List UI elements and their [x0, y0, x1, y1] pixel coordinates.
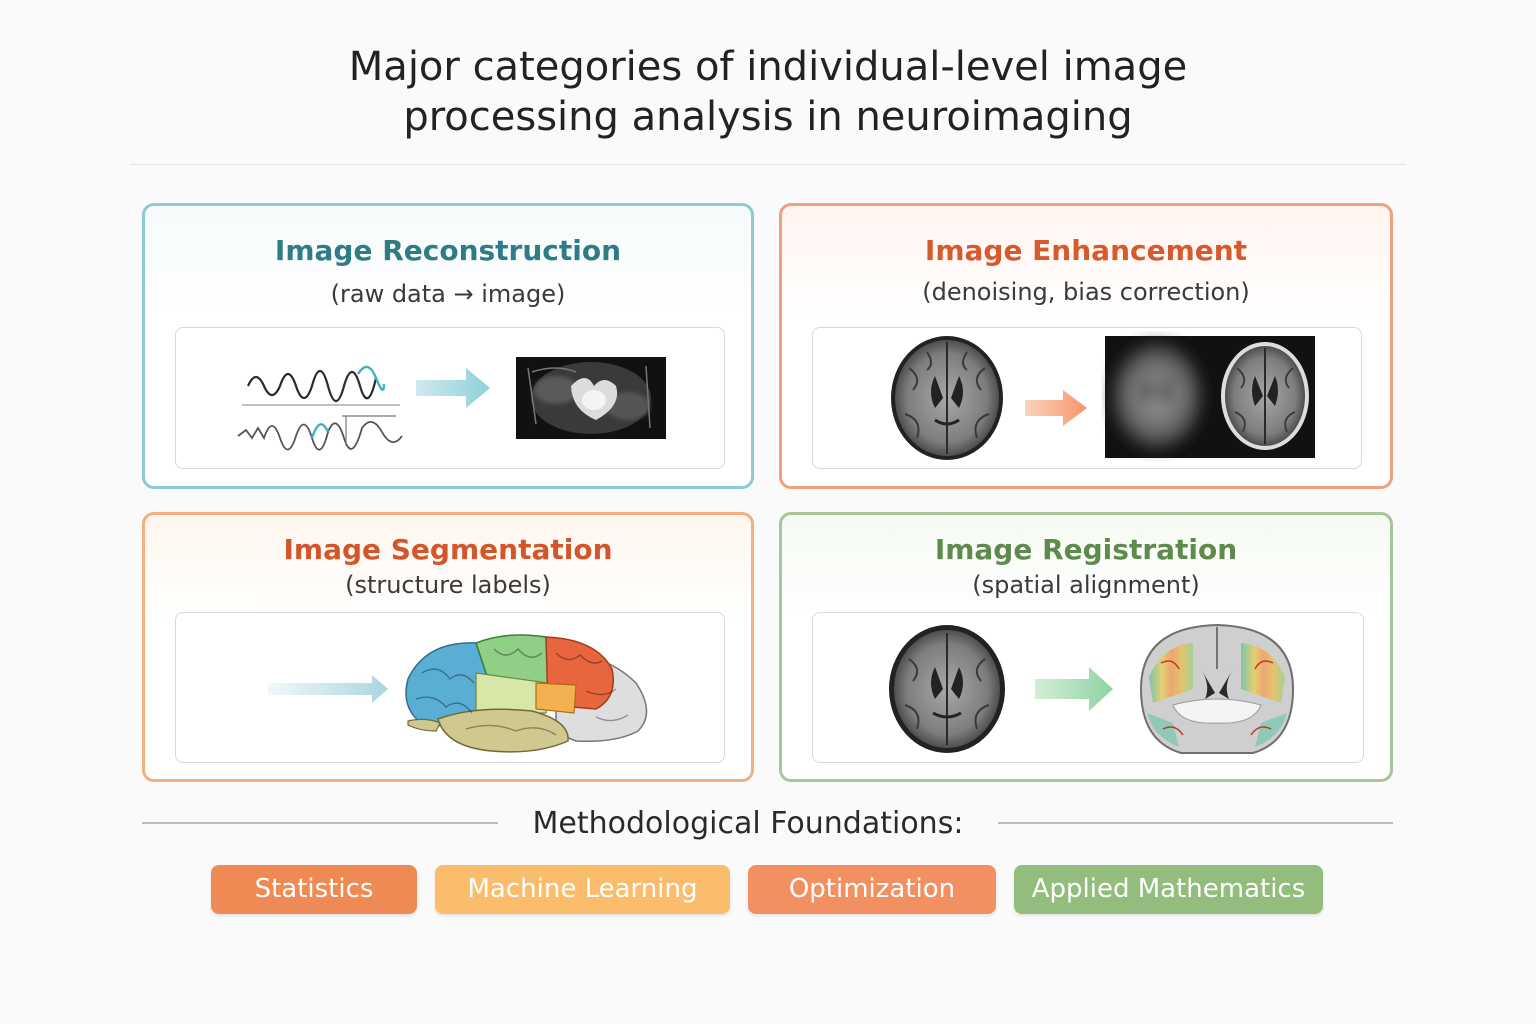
illustration-panel	[812, 612, 1364, 763]
arrow-right-icon	[416, 368, 490, 408]
brain-axial-corrected	[1221, 342, 1309, 450]
foundations-rule-left	[142, 822, 498, 824]
card-image-reconstruction: Image Reconstruction (raw data → image)	[142, 203, 754, 489]
denoising-illustration	[891, 336, 1315, 460]
page-title-line-1: Major categories of individual-level ima…	[348, 44, 1188, 90]
signal-waveform-bottom	[237, 421, 403, 451]
card-title: Image Segmentation	[283, 533, 613, 566]
foundations-label: Methodological Foundations:	[532, 806, 964, 841]
card-title: Image Enhancement	[924, 234, 1248, 267]
brain-coronal-aligned	[1139, 623, 1295, 754]
card-subtitle: (raw data → image)	[330, 280, 566, 308]
arrow-right-icon	[1035, 667, 1113, 711]
card-image-enhancement: Image Enhancement (denoising, bias corre…	[779, 203, 1393, 489]
foundation-pill-optimization: Optimization	[748, 865, 996, 914]
segmentation-illustration	[268, 634, 648, 753]
brain-axial-noisy	[1111, 342, 1203, 450]
arrow-right-icon	[268, 675, 388, 703]
card-subtitle: (denoising, bias correction)	[922, 278, 1250, 306]
title-divider	[130, 164, 1406, 165]
card-title: Image Reconstruction	[274, 234, 622, 267]
brain-lateral-labeled	[405, 634, 648, 753]
foundation-pill-machine-learning: Machine Learning	[435, 865, 730, 914]
foundation-pill-statistics: Statistics	[211, 865, 417, 914]
page-title: Major categories of individual-level ima…	[0, 42, 1536, 142]
card-subtitle: (spatial alignment)	[972, 571, 1200, 599]
raw-data-to-image-illustration	[237, 357, 666, 451]
brain-axial-moving	[889, 625, 1005, 753]
page-title-line-2: processing analysis in neuroimaging	[403, 94, 1133, 140]
card-title: Image Registration	[934, 533, 1238, 566]
illustration-panel	[175, 327, 725, 469]
brain-axial-original	[891, 336, 1003, 460]
card-image-registration: Image Registration (spatial alignment)	[779, 512, 1393, 782]
illustration-panel	[812, 327, 1362, 469]
card-subtitle: (structure labels)	[345, 571, 551, 599]
foundation-pill-applied-mathematics: Applied Mathematics	[1014, 865, 1323, 914]
registration-illustration	[889, 623, 1295, 754]
signal-waveform-top	[246, 369, 378, 403]
card-image-segmentation: Image Segmentation (structure labels)	[142, 512, 754, 782]
illustration-panel	[175, 612, 725, 763]
foundations-rule-right	[998, 822, 1393, 824]
arrow-right-icon	[1025, 390, 1087, 426]
